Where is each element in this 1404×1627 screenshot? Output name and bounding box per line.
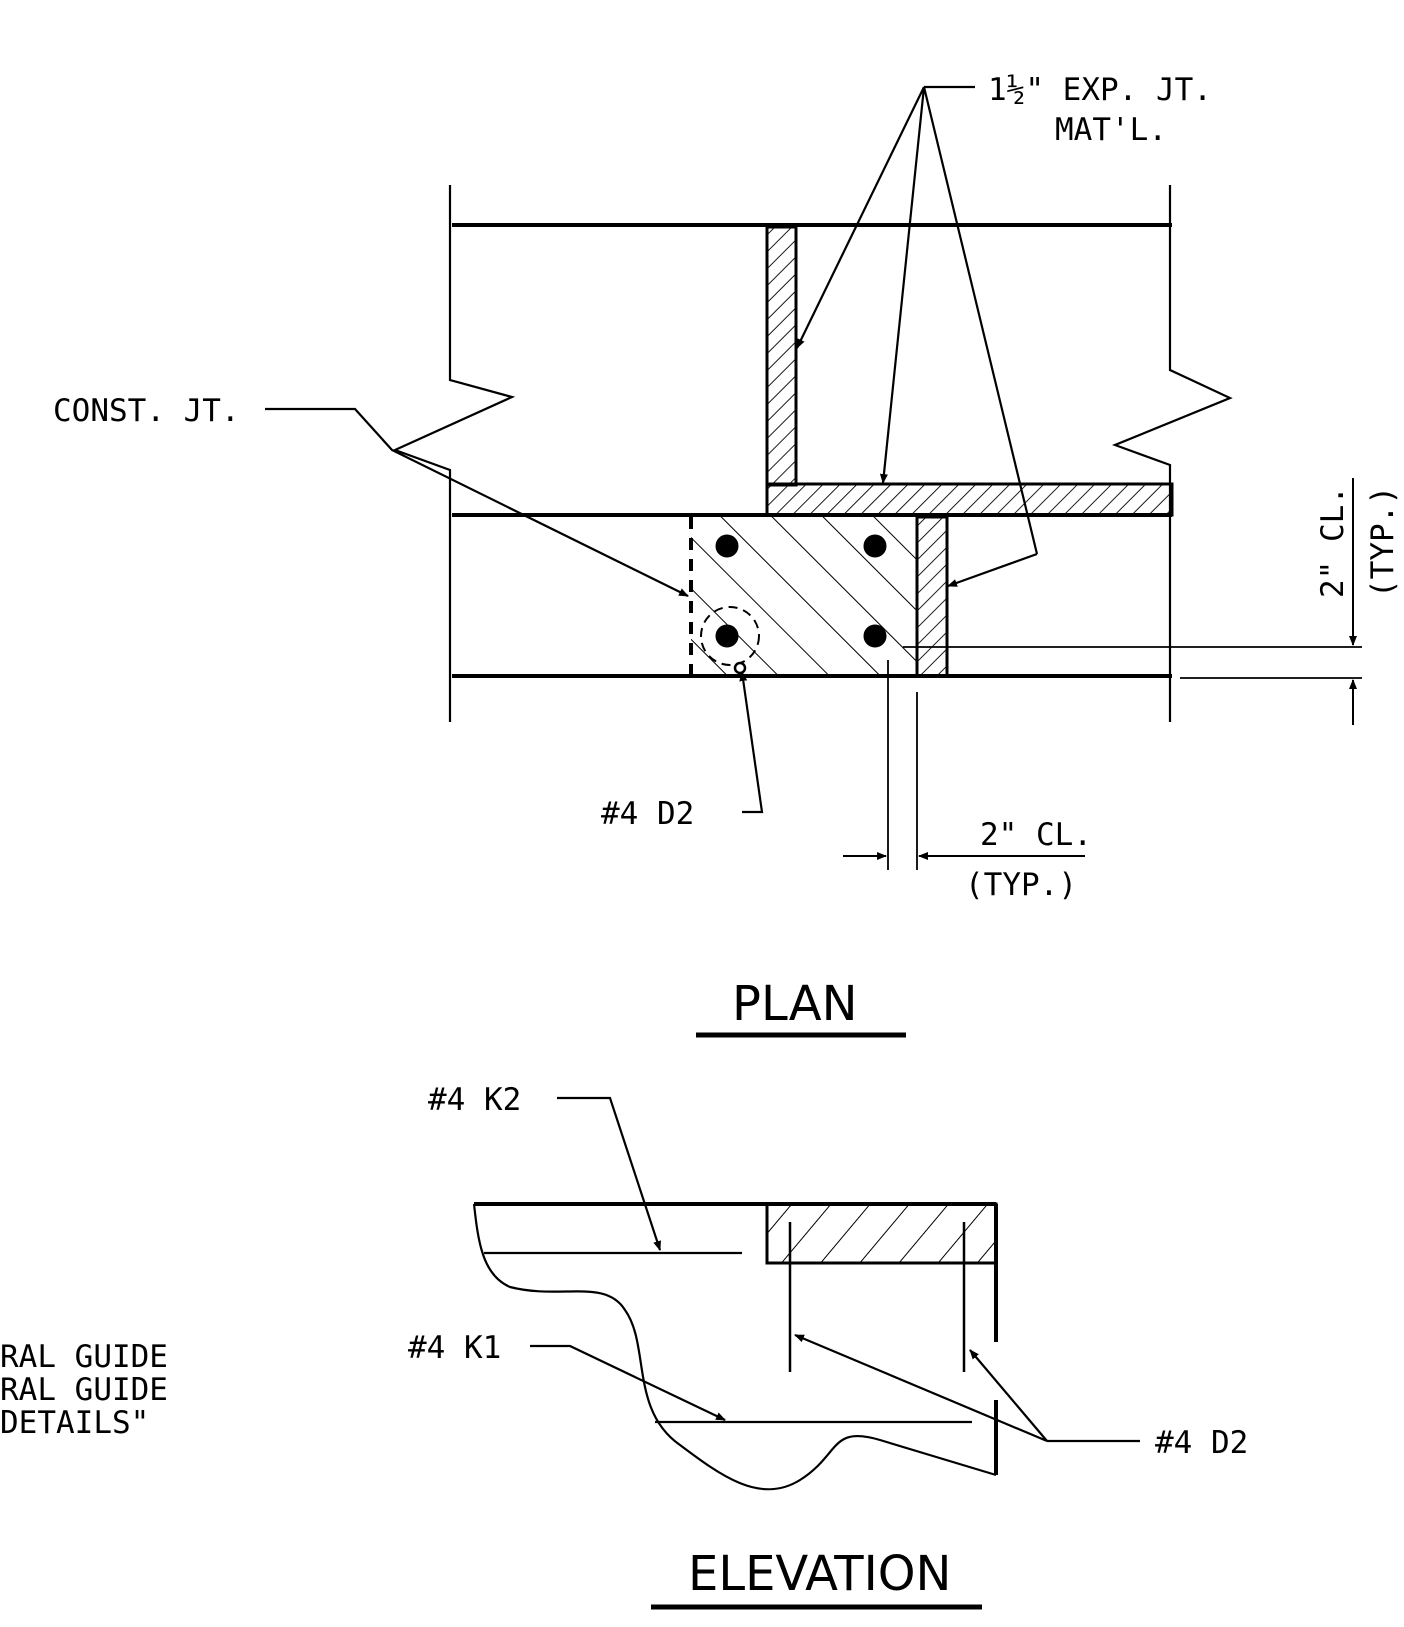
exp-joint-end	[915, 515, 949, 678]
plan-break-left	[392, 185, 516, 722]
plan-break-right	[1111, 185, 1233, 722]
plan-view	[265, 85, 1362, 870]
clear-bottom-label-line2: (TYP.)	[965, 867, 1077, 903]
plan-bar-label: #4 D2	[601, 796, 694, 832]
elev-d2-leader	[794, 1333, 1048, 1443]
exp-joint-leader	[947, 552, 1038, 588]
const-joint-leader	[265, 407, 689, 597]
rebar-dot	[715, 534, 739, 558]
bar-bend-circle	[700, 606, 760, 666]
left-note-line1: RAL GUIDE	[0, 1339, 168, 1375]
exp-joint-leader	[922, 86, 1039, 555]
const-joint-label: CONST. JT.	[53, 393, 240, 429]
clear-right-label-line1: 2" CL.	[1315, 486, 1351, 598]
small-bar	[733, 661, 747, 675]
exp-joint-leader	[879, 86, 926, 484]
exp-joint-vertical	[765, 225, 798, 487]
elev-bar-mid-label: #4 K1	[408, 1330, 501, 1366]
rebar-dot	[863, 534, 887, 558]
plan-bar-leader	[739, 671, 764, 814]
rebar-dot	[715, 624, 739, 648]
plan-title: PLAN	[732, 976, 858, 1032]
left-note-line2: RAL GUIDE	[0, 1372, 168, 1408]
elev-bar-right-label: #4 D2	[1155, 1425, 1248, 1461]
elev-bar-top-label: #4 K2	[428, 1082, 521, 1118]
elev-d2-leader	[969, 1349, 1048, 1442]
elevation-title: ELEVATION	[688, 1546, 951, 1602]
exp-joint-horizontal	[765, 482, 1174, 517]
elev-break-outline	[472, 1203, 997, 1491]
exp-joint-label-line2: MAT'L.	[1055, 112, 1167, 148]
elev-exp-joint	[765, 1202, 998, 1265]
elevation-view	[472, 1096, 1140, 1491]
elev-k2-leader	[557, 1096, 662, 1251]
exp-joint-label-line1: 1½" EXP. JT.	[988, 72, 1212, 108]
clear-bottom-label-line1: 2" CL.	[980, 817, 1092, 853]
left-note-line3: DETAILS"	[0, 1405, 149, 1441]
exp-joint-leader	[796, 86, 925, 349]
clear-right-label-line2: (TYP.)	[1365, 486, 1401, 598]
rebar-dot	[863, 624, 887, 648]
elev-k1-leader	[530, 1344, 726, 1421]
